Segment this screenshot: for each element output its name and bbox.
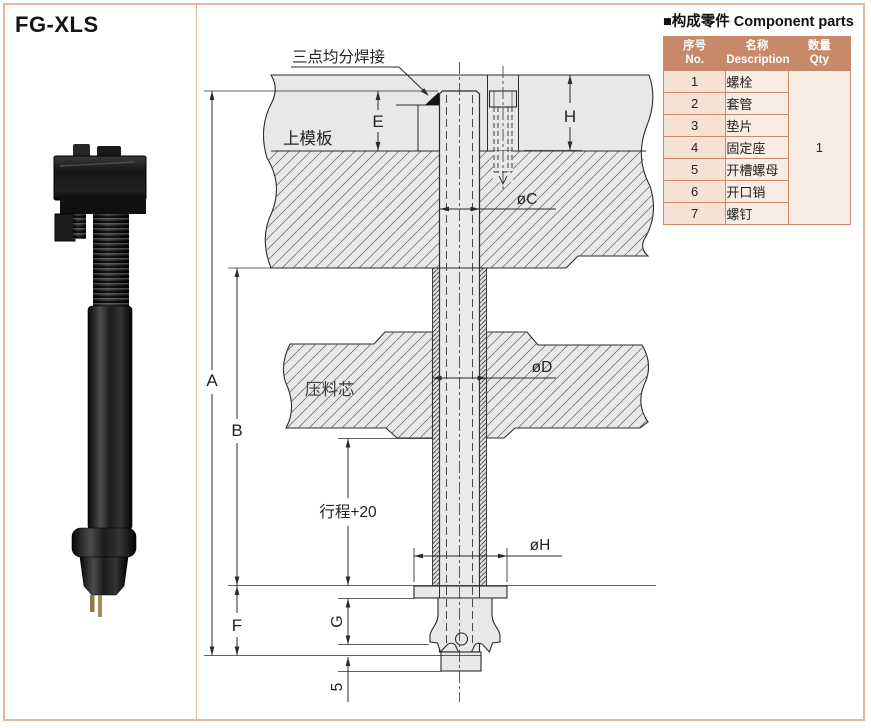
dim-stroke-label: 行程+20 <box>319 503 377 521</box>
photo-top-fitting <box>73 144 90 158</box>
parts-table-header-row: 序号 No. 名称 Description 数量 Qty <box>662 36 852 71</box>
plate-hatch-left <box>265 151 440 268</box>
part-desc: 开槽螺母 <box>725 157 789 181</box>
photo-flange <box>71 527 137 558</box>
dim-5-label: 5 <box>329 683 346 692</box>
dim-f-label: F <box>232 616 242 635</box>
table-row: 1 螺栓 1 <box>662 69 852 225</box>
weld-bead <box>425 92 439 105</box>
upper-plate-label: 上模板 <box>283 129 333 148</box>
retaining-screw <box>487 66 519 192</box>
part-no: 6 <box>662 179 727 203</box>
page-title: FG-XLS <box>15 12 99 37</box>
dim-h-label: H <box>564 107 576 126</box>
technical-drawing: 三点均分焊接 上模板 压料芯 A B F E H 行程+20 G 5 øC øD… <box>204 48 656 702</box>
bolt-end-stub <box>440 651 482 672</box>
part-desc: 固定座 <box>725 135 789 159</box>
part-desc: 螺栓 <box>725 69 789 93</box>
slotted-nut <box>429 597 501 672</box>
product-photo <box>53 144 147 617</box>
table-row: 5 开槽螺母 <box>662 157 851 181</box>
dim-a-label: A <box>206 371 218 390</box>
hidden-thread-lines <box>446 95 473 645</box>
photo-side-tab <box>54 213 76 242</box>
photo-highlight <box>59 161 136 167</box>
component-parts-panel: ■构成零件 Component parts 序号 No. 名称 Descript… <box>662 10 857 225</box>
photo-top-fitting-2 <box>97 146 121 158</box>
weld-note-leader <box>291 66 428 95</box>
part-desc: 螺钉 <box>725 201 789 225</box>
dim-dc-label: øC <box>517 191 538 208</box>
plate-hatch-right <box>479 151 654 268</box>
part-no: 5 <box>662 157 727 181</box>
part-no: 3 <box>662 113 727 137</box>
dim-dd-label: øD <box>532 359 553 376</box>
photo-nut <box>79 556 129 596</box>
table-row: 3 垫片 <box>662 113 851 137</box>
photo-threaded-rod-ribs <box>93 214 129 308</box>
part-no: 7 <box>662 201 727 225</box>
cotter-pin-hole <box>454 632 469 646</box>
part-desc: 开口销 <box>725 179 789 203</box>
part-qty-merged: 1 <box>787 69 852 225</box>
dim-g-label: G <box>329 615 346 627</box>
part-desc: 垫片 <box>725 113 789 137</box>
table-row: 4 固定座 <box>662 135 851 159</box>
col-header-qty: 数量 Qty <box>787 36 852 71</box>
extension-lines <box>204 90 656 672</box>
photo-head-flange <box>60 198 146 214</box>
table-row: 6 开口销 <box>662 179 851 203</box>
panel-divider <box>196 5 197 719</box>
col-header-description: 名称 Description <box>725 36 790 71</box>
pressure-core <box>282 331 650 439</box>
table-row: 7 螺钉 <box>662 201 851 225</box>
part-no: 2 <box>662 91 727 115</box>
washer <box>413 585 508 599</box>
part-no: 4 <box>662 135 727 159</box>
col-header-no: 序号 No. <box>662 36 727 71</box>
photo-cotter-pin <box>90 595 95 612</box>
dim-b-label: B <box>231 421 242 440</box>
weld-note-label: 三点均分焊接 <box>292 48 385 66</box>
parts-table-title: ■构成零件 Component parts <box>663 14 854 30</box>
photo-side-bolt-thread <box>73 214 86 239</box>
photo-sleeve <box>87 305 133 531</box>
dim-dh-label: øH <box>530 537 551 554</box>
parts-table: 序号 No. 名称 Description 数量 Qty 1 螺栓 <box>662 36 852 225</box>
dim-e-label: E <box>372 112 383 131</box>
part-desc: 套管 <box>725 91 789 115</box>
pressure-core-label: 压料芯 <box>305 380 355 399</box>
photo-cotter-pin-leg <box>98 595 102 617</box>
part-no: 1 <box>662 69 727 93</box>
